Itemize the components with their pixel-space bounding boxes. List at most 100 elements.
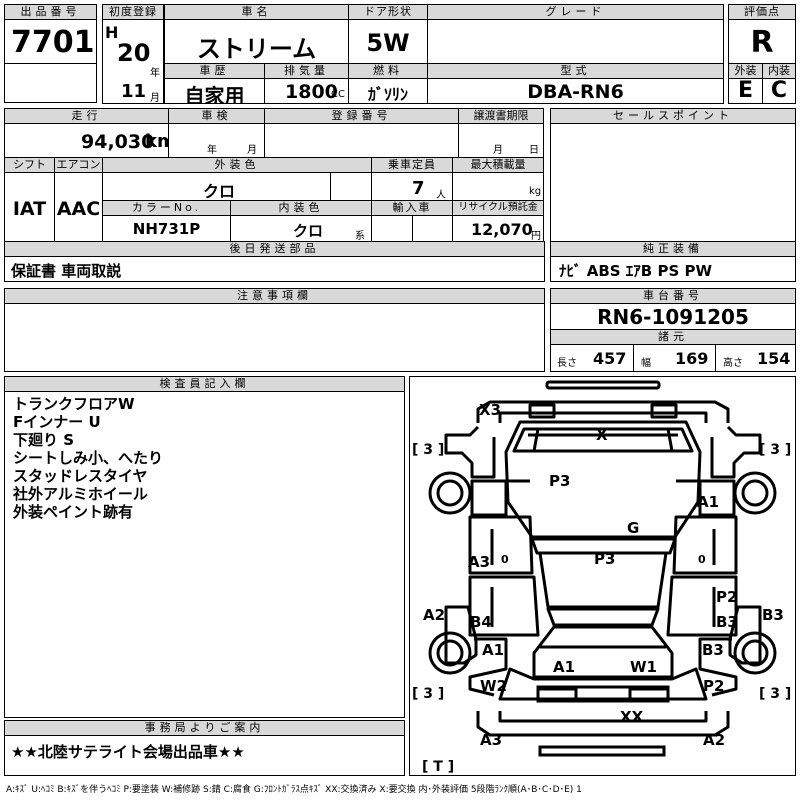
length: 457 [593, 349, 627, 368]
later-parts-cell: 後日発送部品 保証書 車両取説 [4, 241, 545, 282]
inspector-notes: トランクフロアW Fインナー U 下廻り S シートしみ小、へたり スタッドレス… [13, 395, 163, 521]
mark-zero-left: 0 [501, 553, 509, 566]
mark-a2-left: A2 [423, 606, 445, 624]
color-number: NH731P [132, 220, 201, 238]
tyre-spare: [ T ] [422, 759, 454, 775]
mark-b4: B4 [470, 613, 492, 631]
note-line: 外装ペイント跡有 [13, 503, 134, 521]
later-parts: 保証書 車両取説 [11, 262, 122, 280]
chassis-cell: 車台番号 RN6-1091205 [550, 288, 796, 330]
shift-cell: シフト IAT [4, 157, 55, 242]
mark-w2: W2 [480, 677, 507, 695]
car-name-cell: 車名 ストリーム [164, 4, 349, 64]
chassis-number: RN6-1091205 [597, 305, 749, 329]
caution-cell: 注意事項欄 [4, 288, 545, 372]
sales-point-cell: セールスポイント [550, 108, 796, 242]
mark-a3-left: A3 [468, 553, 490, 571]
door-cell: ドア形状 5W [348, 4, 428, 64]
transfer-cell: 譲渡書期限 月 日 [458, 108, 544, 158]
model-cell: 型式 DBA-RN6 [427, 63, 724, 104]
seating-capacity: 7 [412, 178, 425, 199]
car-diagram-panel: X3 X P3 A1 G P3 A3 0 0 P2 A2 B4 B3 B3 A1… [409, 376, 796, 776]
mark-p3-hood: P3 [549, 472, 570, 490]
shift: IAT [12, 198, 47, 220]
genuine-equipment-cell: 純正装備 ﾅﾋﾞ ABS ｴｱB PS PW [550, 241, 796, 282]
car-history: 自家用 [184, 84, 245, 104]
note-line: シートしみ小、へたり [13, 449, 164, 467]
mark-g: G [627, 519, 639, 537]
legend-footer: A:ｷｽﾞ U:ﾍｺﾐ B:ｷｽﾞを伴うﾍｺﾐ P:要塗装 W:補修跡 S:錆 … [6, 785, 582, 795]
door-type: 5W [366, 29, 410, 57]
model-code: DBA-RN6 [527, 81, 624, 103]
height: 154 [757, 349, 791, 368]
registration-year: 20 [117, 39, 151, 67]
interior-color: クロ [293, 222, 324, 240]
mark-a2-bottom: A2 [703, 731, 725, 749]
mark-b3-edge: B3 [762, 606, 784, 624]
genuine-equipment: ﾅﾋﾞ ABS ｴｱB PS PW [559, 262, 713, 280]
grade-cell: グレード [427, 4, 724, 64]
first-registration-cell: 初度登録 H 20 年 11 月 [102, 4, 164, 104]
displacement: 1800 [285, 81, 338, 103]
note-line: スタッドレスタイヤ [13, 467, 148, 485]
tyre-front-right: [ 3 ] [759, 442, 791, 458]
office-notice-cell: 事務局よりご案内 ★★北陸サテライト会場出品車★★ [4, 720, 405, 776]
exterior-color: クロ [203, 182, 236, 201]
score-cell: 評価点 R [728, 4, 796, 64]
office-message: ★★北陸サテライト会場出品車★★ [11, 743, 245, 761]
int-color-cell: 内装色 クロ 系 [230, 200, 372, 242]
max-load-cell: 最大積載量 kg [452, 157, 544, 201]
car-name: ストリーム [196, 35, 317, 63]
mark-a1-left: A1 [482, 641, 504, 659]
mileage: 94,030 [81, 131, 155, 153]
mark-zero-right: 0 [698, 553, 706, 566]
interior-grade-cell: 内装 C [762, 63, 796, 104]
specs-cell: 諸元 長さ 457 幅 169 高さ 154 [550, 329, 796, 372]
evaluation-score: R [750, 25, 774, 60]
divider [633, 344, 634, 371]
color-no-cell: カラーNo. NH731P [102, 200, 231, 242]
mark-a1-right: A1 [697, 493, 719, 511]
width: 169 [675, 349, 709, 368]
inspector-notes-cell: 検査員記入欄 トランクフロアW Fインナー U 下廻り S シートしみ小、へたり… [4, 376, 405, 718]
car-diagram: X3 X P3 A1 G P3 A3 0 0 P2 A2 B4 B3 B3 A1… [412, 380, 791, 775]
ac-cell: エアコン AAC [54, 157, 103, 242]
divider [715, 344, 716, 371]
note-line: Fインナー U [13, 413, 101, 431]
mark-a1-bottom: A1 [553, 658, 575, 676]
mark-w1: W1 [630, 658, 657, 676]
note-line: 下廻り S [13, 431, 75, 449]
mark-b3-right: B3 [716, 613, 738, 631]
fuel-type: ｶﾞｿﾘﾝ [367, 85, 408, 104]
mark-b3-low: B3 [702, 641, 724, 659]
import-cell: 輸入車 [371, 200, 453, 242]
interior-grade: C [770, 78, 788, 103]
capacity-cell: 乗車定員 7 人 [371, 157, 453, 201]
mark-x3: X3 [479, 401, 501, 419]
mark-p2-low: P2 [703, 677, 724, 695]
divider [412, 215, 413, 241]
air-conditioner: AAC [56, 198, 101, 220]
mark-p3-roof: P3 [594, 550, 615, 568]
tyre-rear-left: [ 3 ] [412, 686, 444, 702]
note-line: 社外アルミホイール [13, 485, 148, 503]
history-cell: 車歴 自家用 [164, 63, 265, 104]
exterior-grade-cell: 外装 E [728, 63, 763, 104]
tyre-rear-right: [ 3 ] [759, 686, 791, 702]
lot-number: 77019 [11, 25, 96, 60]
mark-x: X [596, 426, 608, 444]
lot-number-cell: 出品番号 77019 [4, 4, 97, 64]
ext-color-cell: 外装色 クロ [102, 157, 372, 201]
mark-a3-bottom: A3 [480, 731, 502, 749]
mark-xx: XX [620, 708, 644, 726]
inspection-cell: 車検 年 月 [168, 108, 265, 158]
displacement-cell: 排気量 1800 CC [264, 63, 349, 104]
note-line: トランクフロアW [13, 395, 135, 413]
divider [330, 172, 331, 200]
lot-number-blank [4, 63, 97, 103]
mileage-cell: 走行 94,030 km [4, 108, 169, 158]
fuel-cell: 燃料 ｶﾞｿﾘﾝ [348, 63, 428, 104]
recycle-deposit: 12,070 [471, 220, 533, 239]
exterior-grade: E [737, 78, 754, 103]
registration-month: 11 [121, 81, 147, 102]
